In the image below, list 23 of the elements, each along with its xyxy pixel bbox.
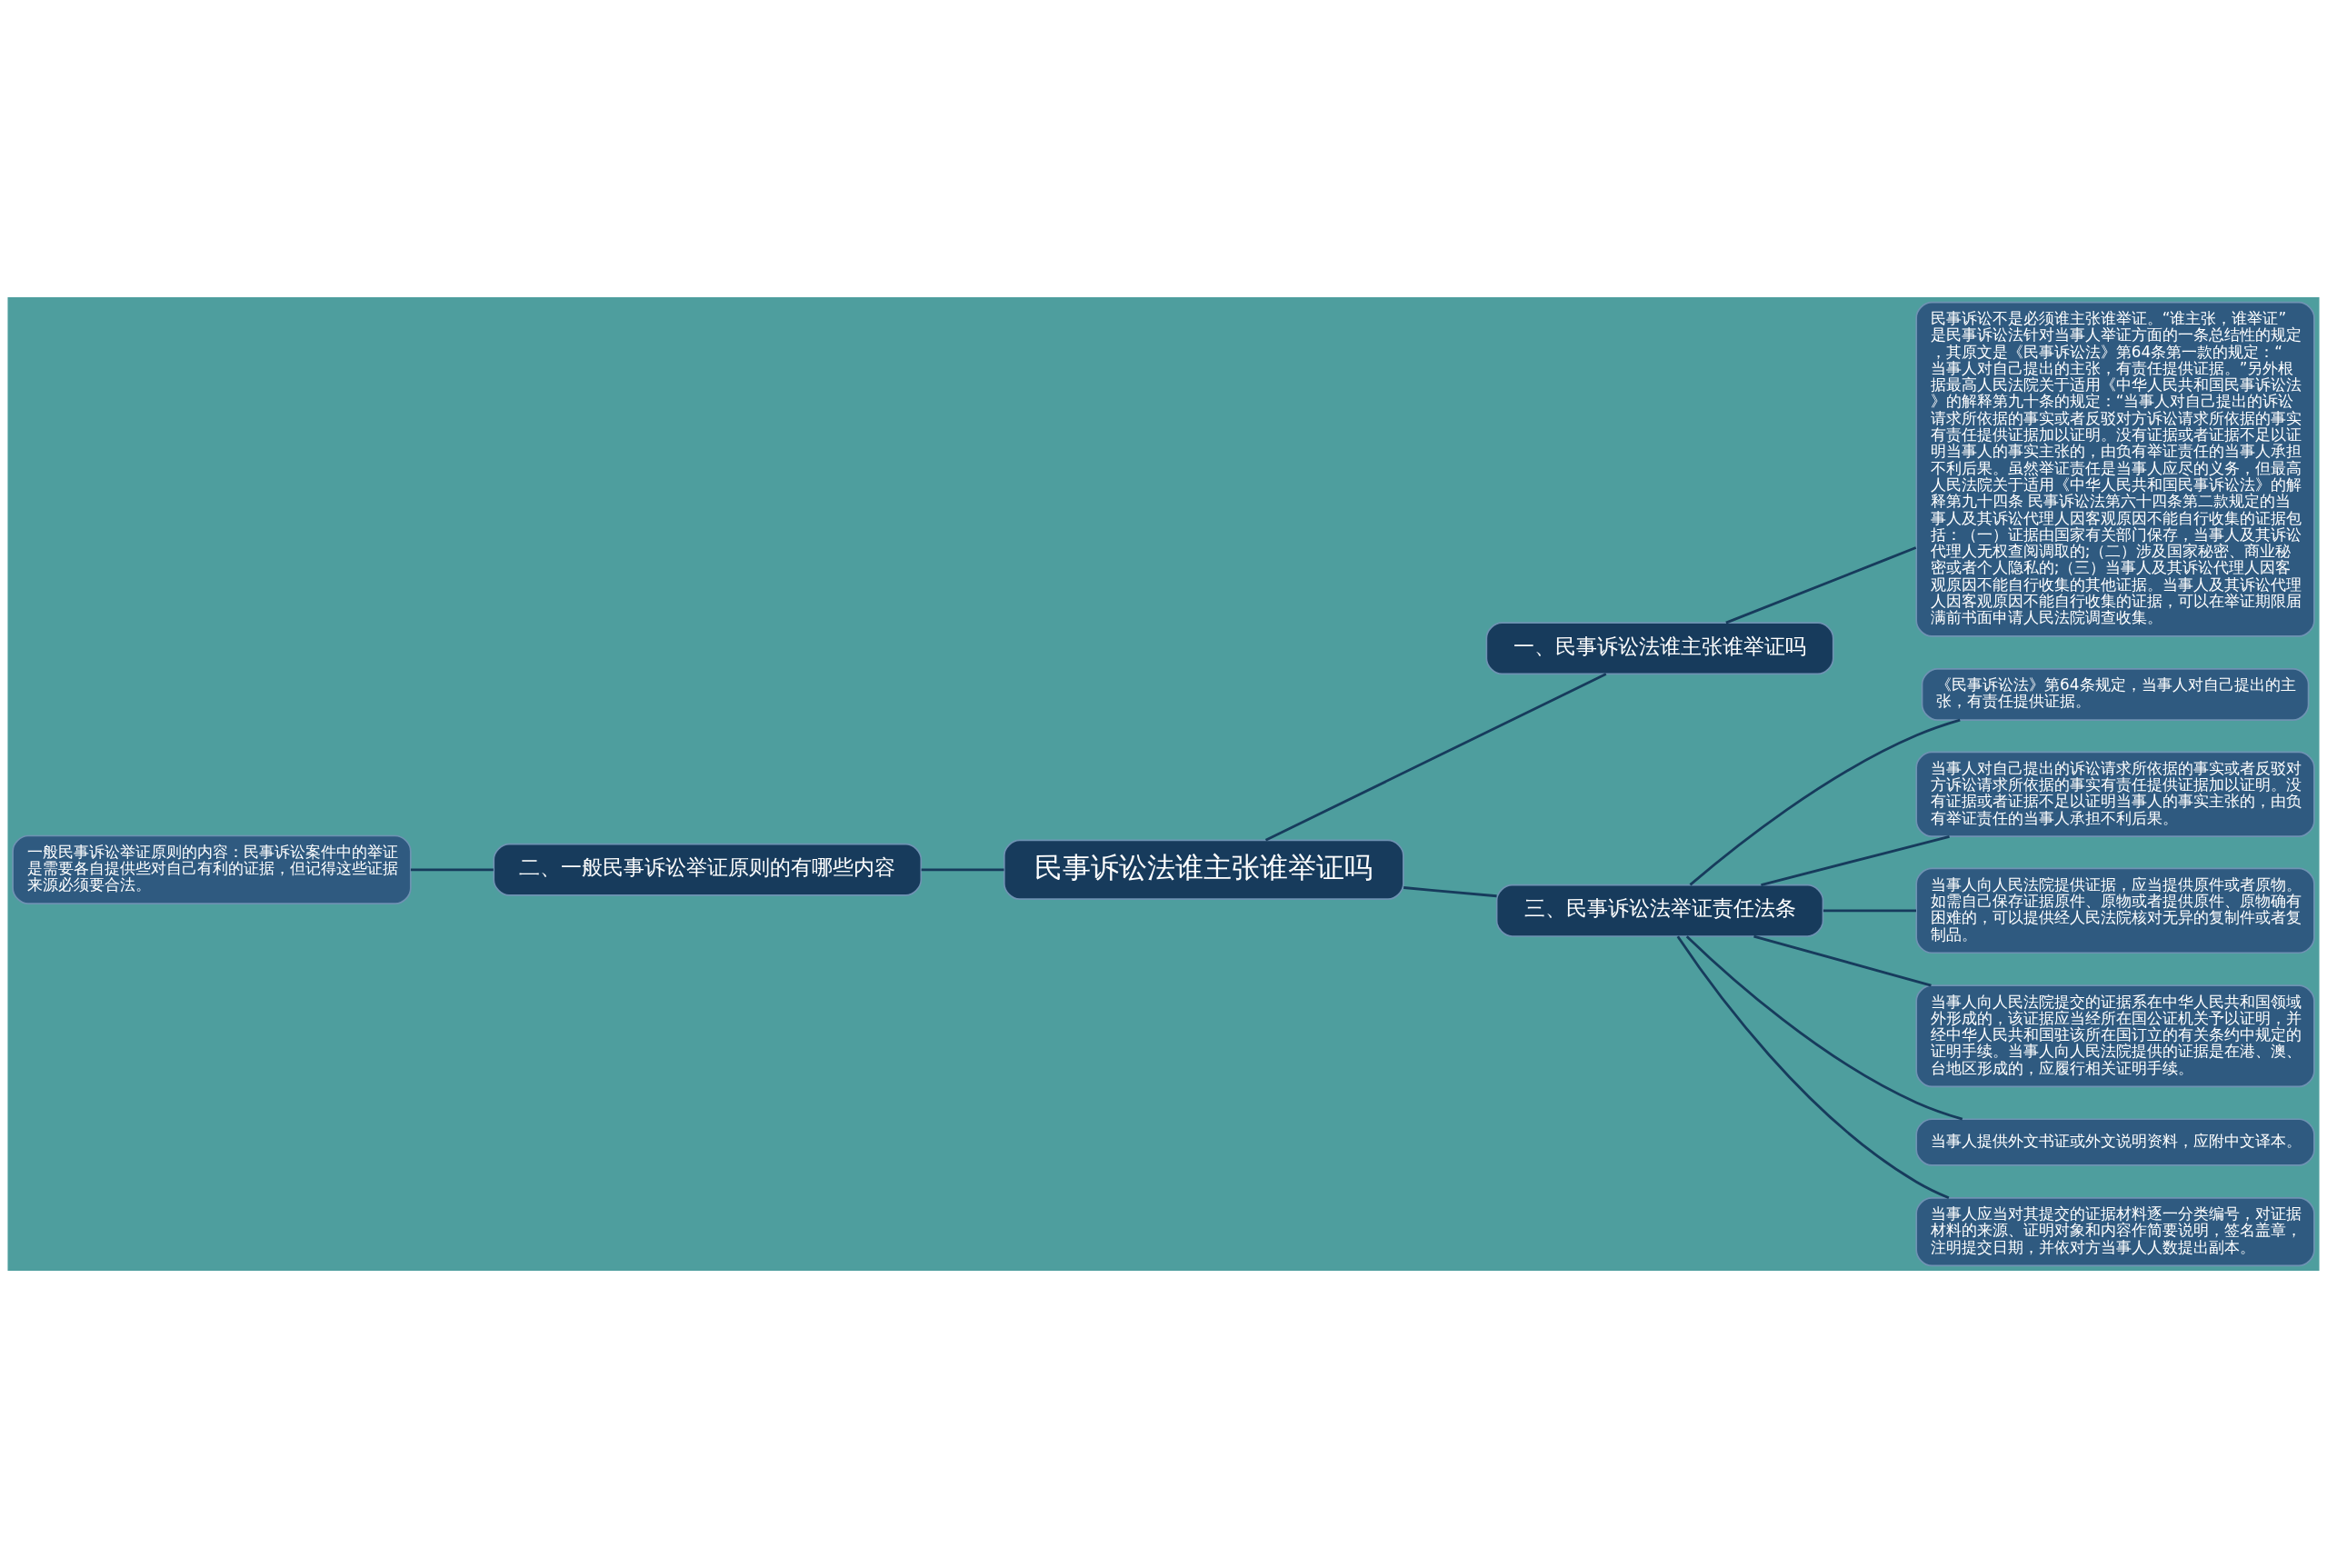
node-box: 当事人应当对其提交的证据材料逐一分类编号，对证据材料的来源、证明对象和内容作简要说明，签名盖章，注明提交日期，并依对方当事人人数提出副本。 (1915, 1196, 2315, 1267)
node-box: 民事诉讼不是必须谁主张谁举证。“谁主张，谁举证”是民事诉讼法针对当事人举证方面的一条总结性的规定，其原文是《民事诉讼法》第64条第一款的规定：“当事人对自己提出的主张，有责任提供证据。”另外根据最高人民法院关于适用《中华人民共和国民事诉讼法》的解释第九十条的规定：“当事人对自己提出的诉讼请求所依据的事实或者反驳对方诉讼请求所依据的事实有责任提供证据加以证明。没有证据或者证据不足以证明当事人的事实主张的，由负有举证责任的当事人承担不利后果。虽然举证责任是当事人应尽的义务，但最高人民法院关于适用《中华人民共和国民事诉讼法》的解释第九十四条 民事诉讼法第六十四条第二款规定的当事人及其诉讼代理人因客观原因不能自行收集的证据包括：（一）证据由国家有关部门保存，当事人及其诉讼代理人无权查阅调取的;（二）涉及国家秘密、商业秘密或者个人隐私的;（三）当事人及其诉讼代理人因客观原因不能自行收集的其他证据。当事人及其诉讼代理人因客观原因不能自行收集的证据，可以在举证期限届满前书面申请人民法院调查收集。 (1915, 301, 2315, 637)
node-box: 民事诉讼法谁主张谁举证吗 (1003, 839, 1404, 900)
connector (1264, 673, 1607, 842)
node-box: 一般民事诉讼举证原则的内容：民事诉讼案件中的举证是需要各自提供些对自己有利的证据，但记得这些证据来源必须要合法。 (12, 834, 412, 904)
node-box: 二、一般民事诉讼举证原则的有哪些内容 (493, 843, 923, 896)
connector (1823, 909, 1916, 913)
connector (1676, 935, 1950, 1200)
node-box: 当事人向人民法院提交的证据系在中华人民共和国领域外形成的，该证据应当经所在国公证机关予以证明，并经中华人民共和国驻该所在国订立的有关条约中规定的证明手续。当事人向人民法院提供的证据是在港、澳、台地区形成的，应履行相关证明手续。 (1915, 984, 2315, 1088)
connector (1403, 886, 1497, 898)
node-box: 当事人提供外文书证或外文说明资料，应附中文译本。 (1915, 1118, 2315, 1166)
connector (1753, 934, 1932, 987)
node-box: 当事人向人民法院提供证据，应当提供原件或者原物。如需自己保存证据原件、原物或者提供原件、原物确有困难的，可以提供经人民法院核对无异的复制件或者复制品。 (1915, 867, 2315, 954)
node-box: 当事人对自己提出的诉讼请求所依据的事实或者反驳对方诉讼请求所依据的事实有责任提供证据加以证明。没有证据或者证据不足以证明当事人的事实主张的，由负有举证责任的当事人承担不利后果。 (1915, 751, 2315, 838)
node-box: 三、民事诉讼法举证责任法条 (1495, 884, 1824, 937)
connector (1689, 718, 1961, 886)
connector (410, 868, 494, 872)
connector (921, 868, 1004, 872)
connector (1685, 935, 1963, 1121)
node-box: 《民事诉讼法》第64条规定，当事人对自己提出的主张，有责任提供证据。 (1921, 668, 2310, 721)
node-box: 一、民事诉讼法谁主张谁举证吗 (1485, 622, 1834, 675)
connector (1725, 546, 1917, 624)
connector (1761, 834, 1950, 886)
